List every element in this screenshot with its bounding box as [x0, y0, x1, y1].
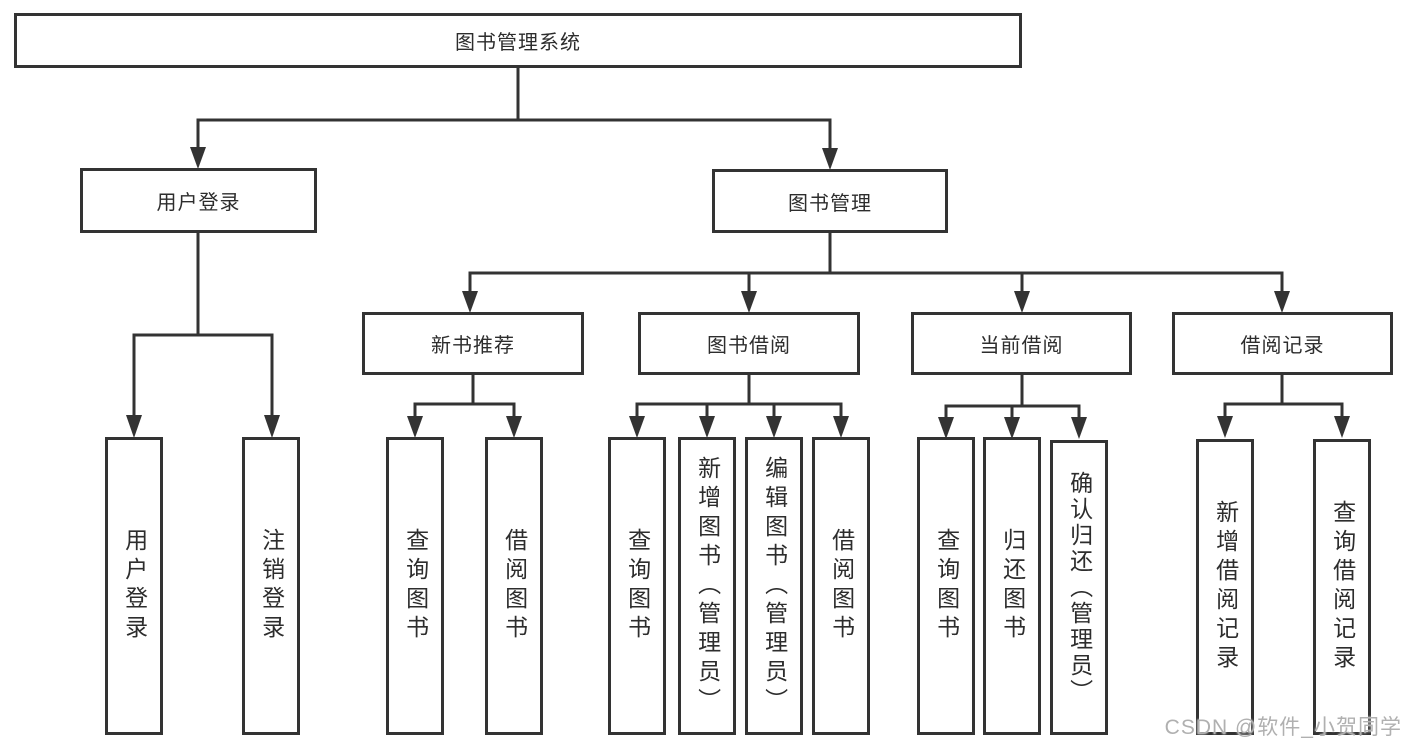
leaf-nb-query-books-label: 查询图书	[402, 528, 429, 644]
arrow-down-icon	[833, 416, 849, 438]
leaf-bb-add-books-admin: 新增图书（管理员）	[678, 437, 736, 735]
leaf-logout-label: 注销登录	[258, 528, 285, 644]
leaf-bb-borrow-books: 借阅图书	[812, 437, 870, 735]
node-book-management: 图书管理	[712, 169, 948, 233]
leaf-br-query-record-label: 查询借阅记录	[1329, 500, 1356, 674]
leaf-bb-query-books-label: 查询图书	[624, 528, 651, 644]
node-new-book-recommend-label: 新书推荐	[431, 335, 515, 357]
leaf-bb-add-books-admin-label: 新增图书（管理员）	[694, 455, 721, 717]
leaf-nb-borrow-books-label: 借阅图书	[501, 528, 528, 644]
leaf-user-login-label: 用户登录	[121, 528, 148, 644]
leaf-user-login: 用户登录	[105, 437, 163, 735]
leaf-bb-query-books: 查询图书	[608, 437, 666, 735]
leaf-bb-edit-books-admin-label: 编辑图书（管理员）	[761, 455, 788, 717]
arrow-down-icon	[1004, 417, 1020, 439]
node-borrow-records: 借阅记录	[1172, 312, 1393, 375]
arrow-down-icon	[1217, 416, 1233, 438]
node-root: 图书管理系统	[14, 13, 1022, 68]
node-book-borrow: 图书借阅	[638, 312, 860, 375]
leaf-nb-borrow-books: 借阅图书	[485, 437, 543, 735]
arrow-down-icon	[699, 416, 715, 438]
leaf-cb-confirm-return-admin-label: 确认归还（管理员）	[1066, 470, 1093, 705]
leaf-br-query-record: 查询借阅记录	[1313, 439, 1371, 735]
leaf-cb-return-books-label: 归还图书	[999, 528, 1026, 644]
arrow-down-icon	[462, 291, 478, 313]
arrow-down-icon	[822, 148, 838, 170]
arrow-down-icon	[407, 416, 423, 438]
arrow-down-icon	[741, 291, 757, 313]
node-user-login: 用户登录	[80, 168, 317, 233]
arrow-down-icon	[126, 415, 142, 438]
arrow-down-icon	[1014, 291, 1030, 313]
node-root-label: 图书管理系统	[455, 32, 581, 54]
arrow-down-icon	[264, 415, 280, 438]
arrow-down-icon	[190, 147, 206, 169]
watermark: CSDN @软件_小贺同学	[1164, 716, 1402, 739]
node-new-book-recommend: 新书推荐	[362, 312, 584, 375]
node-book-borrow-label: 图书借阅	[707, 335, 791, 357]
leaf-cb-confirm-return-admin: 确认归还（管理员）	[1050, 440, 1108, 735]
arrow-down-icon	[766, 416, 782, 438]
node-user-login-label: 用户登录	[156, 192, 241, 214]
arrow-down-icon	[1274, 291, 1290, 313]
leaf-logout: 注销登录	[242, 437, 300, 735]
leaf-br-add-record: 新增借阅记录	[1196, 439, 1254, 735]
arrow-down-icon	[1071, 417, 1087, 439]
node-current-borrow: 当前借阅	[911, 312, 1132, 375]
leaf-bb-borrow-books-label: 借阅图书	[828, 528, 855, 644]
leaf-cb-return-books: 归还图书	[983, 437, 1041, 735]
arrow-down-icon	[1334, 416, 1350, 438]
arrow-down-icon	[629, 416, 645, 438]
leaf-cb-query-books-label: 查询图书	[933, 528, 960, 644]
arrow-down-icon	[938, 417, 954, 439]
node-borrow-records-label: 借阅记录	[1240, 335, 1325, 357]
leaf-cb-query-books: 查询图书	[917, 437, 975, 735]
arrow-down-icon	[506, 416, 522, 438]
node-current-borrow-label: 当前借阅	[979, 335, 1064, 357]
leaf-nb-query-books: 查询图书	[386, 437, 444, 735]
leaf-bb-edit-books-admin: 编辑图书（管理员）	[745, 437, 803, 735]
leaf-br-add-record-label: 新增借阅记录	[1212, 500, 1239, 674]
node-book-management-label: 图书管理	[788, 192, 872, 215]
